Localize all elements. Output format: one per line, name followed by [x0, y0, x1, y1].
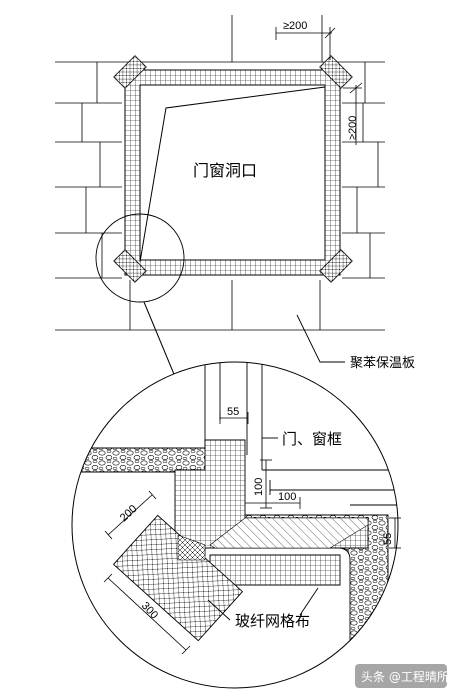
dim-55-top [219, 412, 249, 424]
opening [139, 84, 326, 261]
insulation-leader [296, 314, 345, 363]
dim-100-horizontal [245, 497, 301, 509]
dim-55-right-label: 55 [382, 533, 394, 545]
corner-wedge [209, 517, 369, 549]
dim-top-200-label: ≥200 [283, 20, 307, 32]
watermark-badge [355, 664, 447, 688]
mesh-label: 玻纤网格布 [235, 612, 310, 630]
opening-label: 门窗洞口 [193, 161, 257, 180]
dim-200 [104, 490, 157, 540]
top-view: ≥200 ≥200 门窗洞口 聚苯保温板 [55, 15, 415, 379]
dim-55-right [389, 517, 401, 549]
frame-outline [139, 86, 326, 263]
dim-100-vertical [260, 459, 272, 509]
dim-55-top-label: 55 [227, 406, 239, 418]
dim-300 [103, 573, 191, 655]
detail-circle-border [71, 361, 399, 689]
detail-view: 55 门、窗框 100 100 55 200 [71, 361, 401, 689]
dim-100-vertical-label: 100 [253, 478, 265, 496]
dim-100-horizontal-label: 100 [278, 491, 296, 503]
dim-top-200 [275, 27, 336, 60]
dim-side-200-label: ≥200 [347, 116, 359, 140]
frame-label: 门、窗框 [282, 430, 342, 448]
detail-leader [143, 301, 176, 379]
corner-mesh-patches [113, 55, 353, 283]
dim-side-200 [343, 82, 363, 145]
detail-marker-circle [95, 213, 185, 303]
watermark: 头条 @工程晴所L [361, 669, 451, 684]
mesh-leader [207, 599, 231, 621]
insulation-label: 聚苯保温板 [350, 356, 415, 371]
